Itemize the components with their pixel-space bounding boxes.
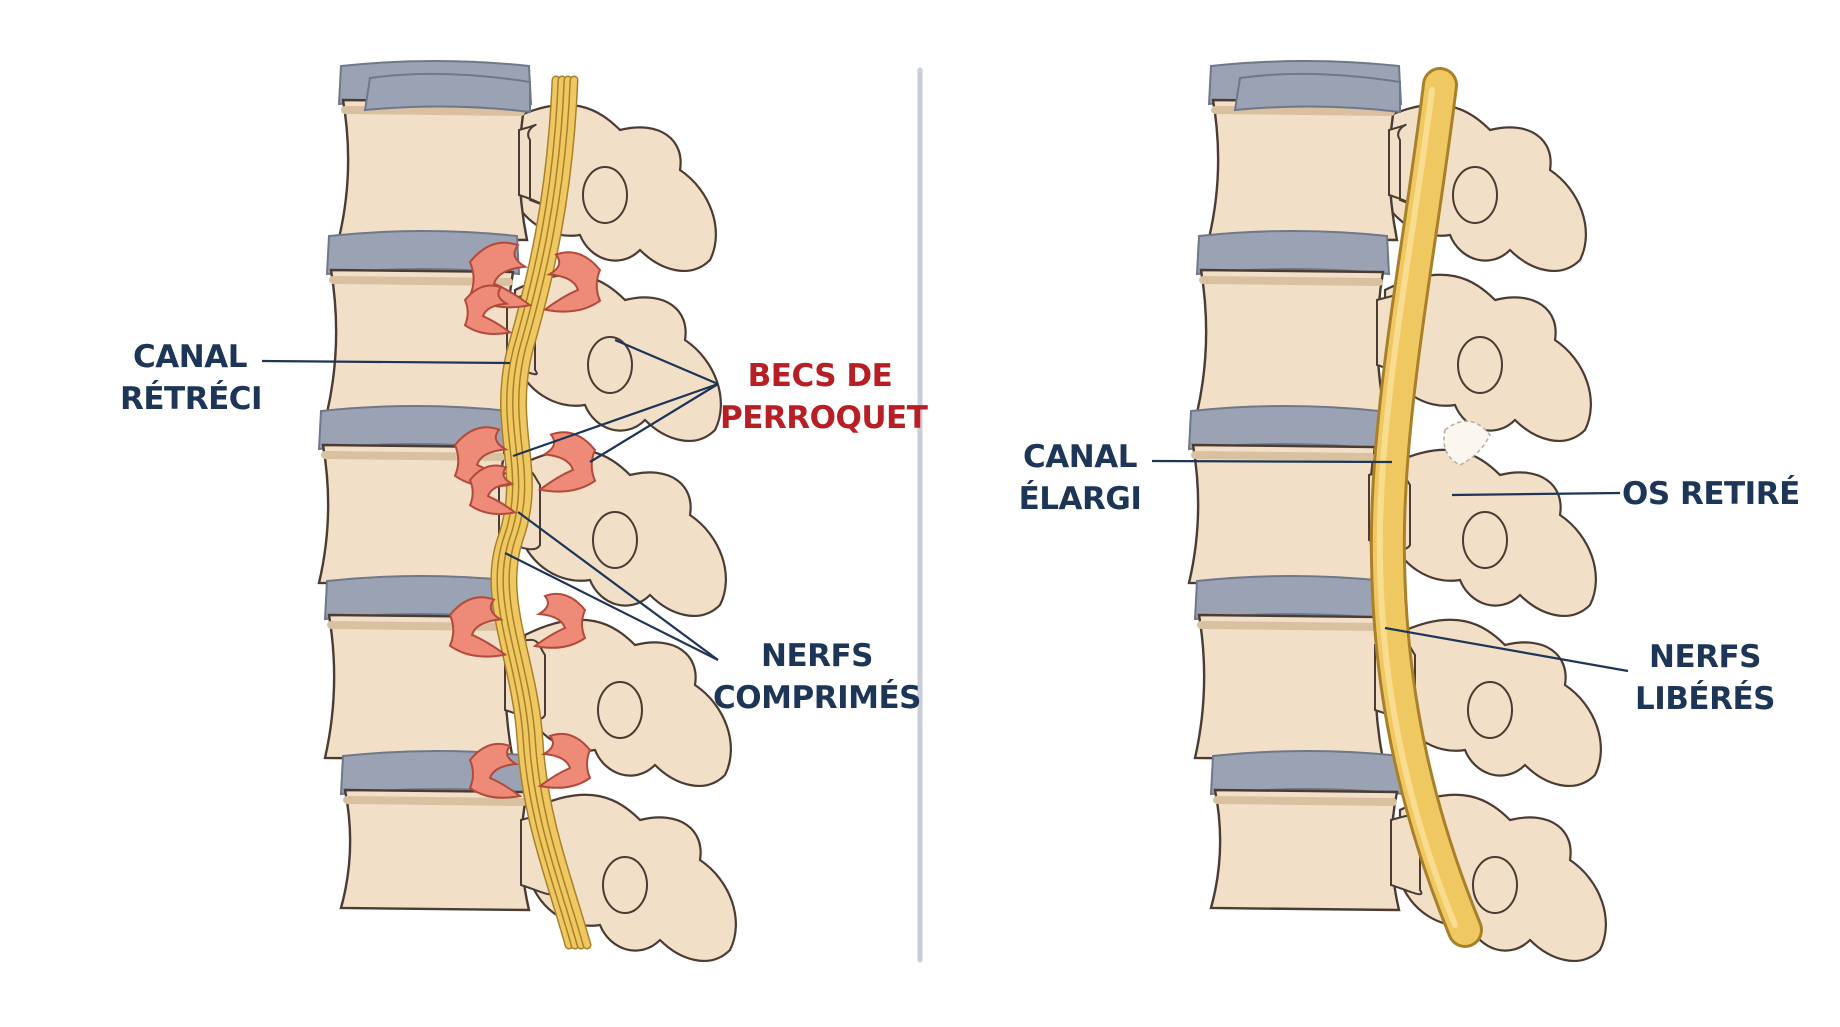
intervertebral-disc xyxy=(1209,750,1405,796)
left-canal-label-line1: CANAL xyxy=(133,339,247,375)
articular-process xyxy=(592,511,638,569)
intervertebral-disc xyxy=(1193,575,1389,621)
vertebral-body xyxy=(337,98,529,242)
left-nerves-leader-2 xyxy=(504,552,719,661)
articular-process xyxy=(1457,336,1503,394)
right-spine-illustration xyxy=(1187,60,1607,962)
bone-spur xyxy=(542,251,602,313)
intervertebral-disc xyxy=(1195,230,1391,276)
pedicle xyxy=(1388,123,1413,206)
endplate-shade xyxy=(1199,276,1383,286)
endplate-shade xyxy=(1213,796,1397,806)
right-bone-removed-label: OS RETIRÉ xyxy=(1622,473,1800,515)
articular-process xyxy=(597,681,643,739)
right-nerves-label-line1: NERFS xyxy=(1649,639,1762,675)
bone-spur xyxy=(532,592,587,649)
top-disc xyxy=(1233,72,1401,114)
vertebral-body xyxy=(1187,443,1379,587)
bone-spur xyxy=(468,742,523,799)
bone-spur xyxy=(453,426,513,488)
compressed-nerve-strand xyxy=(491,77,572,948)
bone-spur xyxy=(448,596,508,658)
left-nerves-label: NERFS COMPRIMÉS xyxy=(712,635,922,719)
bone-spur xyxy=(468,464,518,515)
articular-process xyxy=(1472,856,1518,914)
removed-bone-outline xyxy=(1443,420,1491,466)
articular-process xyxy=(587,336,633,394)
endplate-shade xyxy=(1197,621,1381,631)
pedicle xyxy=(518,123,543,206)
vertebral-body xyxy=(1207,98,1399,242)
right-canal-label: CANAL ÉLARGI xyxy=(1010,436,1150,520)
vertebral-body xyxy=(339,788,531,912)
endplate-shade xyxy=(343,796,527,806)
left-nerves-label-line2: COMPRIMÉS xyxy=(713,680,921,716)
left-spurs-label-line1: BECS DE xyxy=(747,358,893,394)
intervertebral-disc xyxy=(1187,405,1383,451)
left-canal-label: CANAL RÉTRÉCI xyxy=(120,336,263,420)
right-bone-removed-label-line1: OS RETIRÉ xyxy=(1622,476,1800,512)
compressed-nerve-strand xyxy=(503,77,584,948)
compressed-nerve-strand xyxy=(509,77,590,948)
bone-spur xyxy=(463,284,513,335)
articular-process xyxy=(602,856,648,914)
left-spurs-label-line2: PERROQUET xyxy=(720,400,928,436)
compressed-nerve-strand xyxy=(497,77,578,948)
endplate-shade xyxy=(1211,106,1395,116)
articular-process xyxy=(1452,166,1498,224)
right-canal-label-line2: ÉLARGI xyxy=(1018,481,1142,517)
left-spine-illustration xyxy=(317,60,737,962)
articular-process xyxy=(1467,681,1513,739)
right-bone-leader xyxy=(1451,491,1621,497)
left-nerves-label-line1: NERFS xyxy=(761,638,874,674)
left-canal-label-line2: RÉTRÉCI xyxy=(120,381,263,417)
left-nerves-leader-1 xyxy=(517,511,719,661)
left-canal-leader xyxy=(261,359,511,365)
bone-spur xyxy=(537,431,597,493)
top-disc xyxy=(363,72,531,114)
left-spurs-label: BECS DE PERROQUET xyxy=(720,355,928,439)
endplate-shade xyxy=(1191,451,1375,461)
articular-process xyxy=(582,166,628,224)
right-canal-leader xyxy=(1151,459,1393,464)
left-spurs-leader-3 xyxy=(589,383,719,463)
right-nerves-leader xyxy=(1384,626,1629,673)
leader-lines xyxy=(261,338,1629,673)
right-nerves-label: NERFS LIBÉRÉS xyxy=(1630,636,1780,720)
left-spurs-leader-1 xyxy=(614,338,719,386)
right-canal-label-line1: CANAL xyxy=(1023,439,1137,475)
right-nerves-label-line2: LIBÉRÉS xyxy=(1635,681,1775,717)
articular-process xyxy=(1462,511,1508,569)
left-spurs-leader-2 xyxy=(512,382,719,458)
vertebral-body xyxy=(1209,788,1401,912)
freed-nerve-highlight xyxy=(1376,87,1458,928)
endplate-shade xyxy=(341,106,525,116)
vertebral-body xyxy=(1193,613,1385,762)
freed-nerve xyxy=(1372,70,1480,945)
vertebral-body xyxy=(1195,268,1387,417)
bone-spur xyxy=(537,732,592,789)
vertebral-body xyxy=(323,613,515,762)
